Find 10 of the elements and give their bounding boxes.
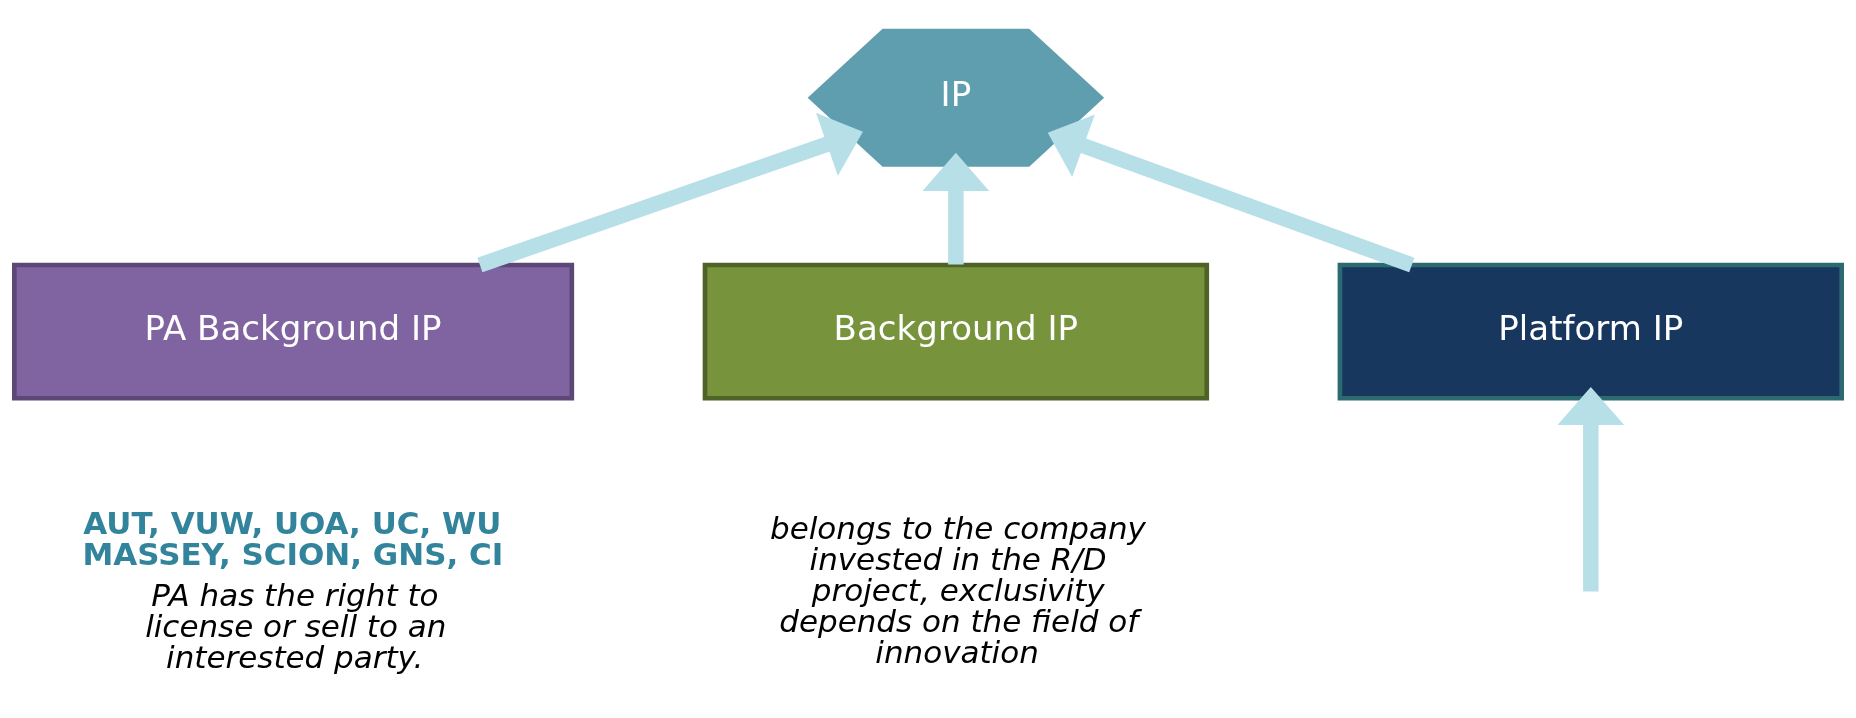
arrow <box>1047 113 1415 272</box>
node-label: belongs to the company invested in the R/D project, exclusivity depends on the field of innovation <box>770 509 1146 670</box>
node-label: AUT, VUW, UOA, UC, WU MASSEY, SCION, GNS, CI <box>82 504 504 572</box>
arrow <box>477 112 863 272</box>
node-box: Background IP <box>702 262 1210 401</box>
node-box: Platform IP <box>1337 262 1844 401</box>
node-box: PA Background IP <box>12 262 575 401</box>
arrow <box>1557 386 1625 592</box>
arrow <box>922 152 990 265</box>
node-label: PA has the right to license or sell to an interested party. <box>145 576 447 675</box>
